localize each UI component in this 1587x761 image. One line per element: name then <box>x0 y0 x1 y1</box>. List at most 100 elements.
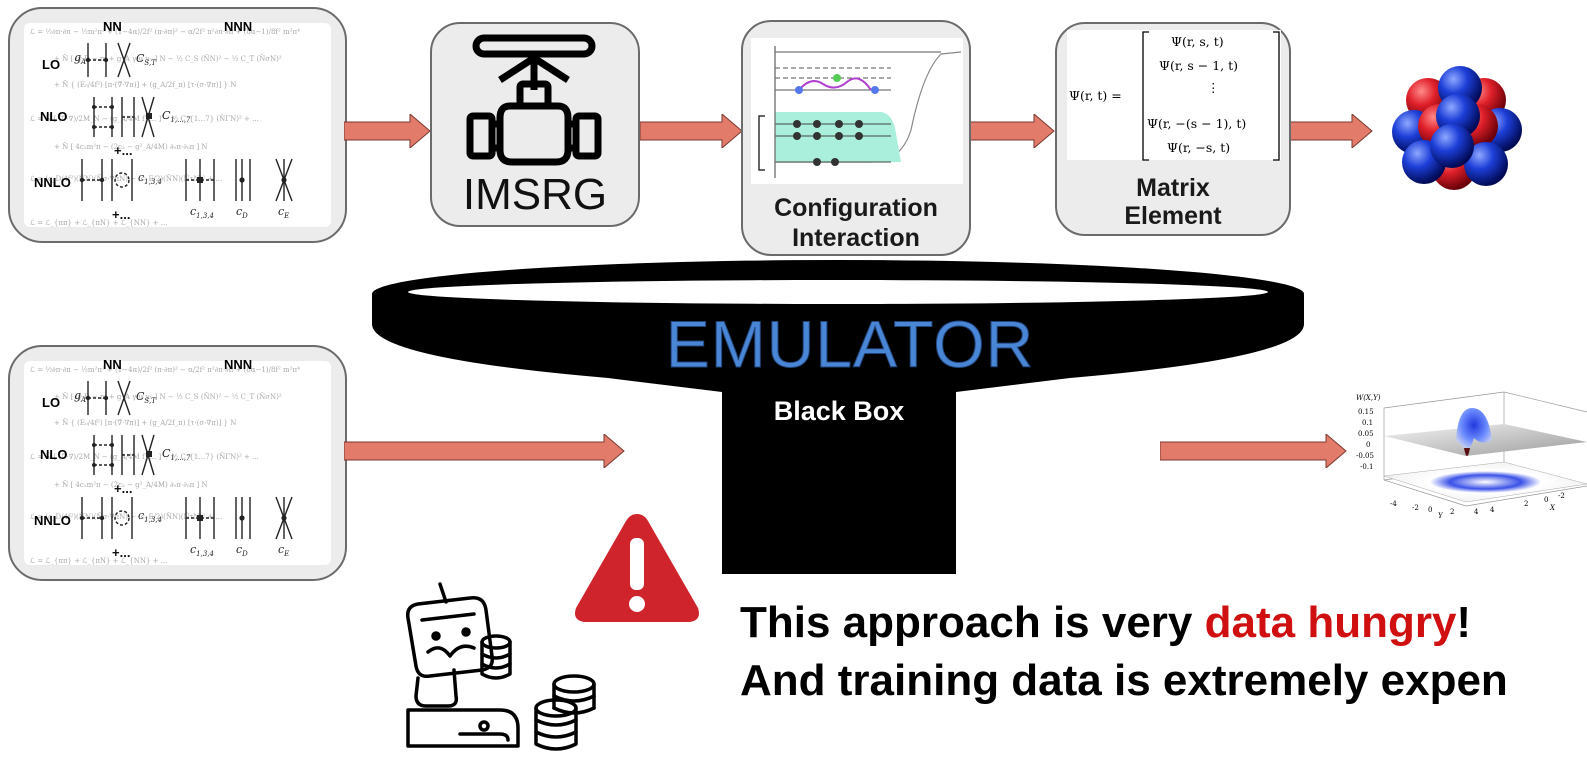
coef-c-e: cE <box>278 543 290 559</box>
equation-line: ℒ = (c_D/4f²)(N̄N)(N̄σ·∇πN) − (c_E/2)(N̄… <box>30 175 223 183</box>
nn-label: NN <box>103 19 122 34</box>
nnn-label: NNN <box>224 357 253 372</box>
plus-dots: +... <box>112 545 131 560</box>
valve-icon <box>466 34 602 166</box>
x-tick: 2 <box>1524 500 1528 508</box>
equation-line: ℒ = N̄ [ (∇̃·∇)/2M_N − (g_A/4M f) ... ] … <box>30 115 259 123</box>
coef-g-a: gA <box>74 51 87 67</box>
matrix-label-line2: Element <box>1124 202 1222 230</box>
y-tick: -4 <box>1390 500 1397 508</box>
equation-line: ℒ = ℒ_{ππ} + ℒ_{πN} + ℒ_{NN} + ... <box>30 219 168 227</box>
matrix-lhs: Ψ(r, t) = <box>1069 88 1122 103</box>
nucleus-icon <box>1392 66 1522 190</box>
coef-c-e: cE <box>278 205 290 221</box>
ci-label-line1: Configuration <box>774 194 938 222</box>
robot-eating-data-icon <box>405 582 596 751</box>
configuration-interaction-box: Configuration Interaction <box>741 20 971 256</box>
coef-c-1-7: C1,...,7 <box>162 447 191 463</box>
matrix-row: Ψ(r, s − 1, t) <box>1159 58 1239 73</box>
coef-c-1-7: C1,...,7 <box>162 109 191 125</box>
chiral-eft-content: ℒ = ½∂π·∂π − ½m²π² + (1−4α)/2f² (π·∂π)² … <box>24 361 331 565</box>
coef-c-d: cD <box>236 543 248 559</box>
coef-c-134-mid: c1,3,4 <box>138 509 162 525</box>
y-tick: 2 <box>1450 508 1454 516</box>
imsrg-box: IMSRG <box>430 22 640 227</box>
nnn-label: NNN <box>224 19 253 34</box>
warning-text-line1: This approach is very data hungry! <box>740 598 1471 648</box>
matrix-row: ⋮ <box>1207 80 1220 95</box>
plus-dots: +... <box>112 207 131 222</box>
plus-dots: +... <box>114 143 133 158</box>
arrow-emulator-to-plot <box>1160 434 1347 468</box>
y-tick: 4 <box>1474 508 1479 516</box>
order-label-lo: LO <box>42 395 61 410</box>
z-tick: 0.05 <box>1358 430 1374 438</box>
z-tick: 0.15 <box>1358 408 1374 416</box>
feynman-diagrams-top <box>79 42 293 202</box>
y-tick: 0 <box>1428 506 1432 514</box>
x-tick: 4 <box>1490 506 1495 514</box>
coef-c-134-mid: c1,3,4 <box>138 171 162 187</box>
warning-icon <box>575 514 699 622</box>
equation-line: ℒ = (c_D/4f²)(N̄N)(N̄σ·∇πN) − (c_E/2)(N̄… <box>30 513 223 521</box>
z-tick: 0.1 <box>1362 419 1373 427</box>
equation-line: + N̄ { (E₀/4f²) [π·(∇̃·∇π)] + (g_A/2f_π)… <box>54 81 237 89</box>
order-label-nlo: NLO <box>40 109 68 124</box>
order-label-nlo: NLO <box>40 447 68 462</box>
x-tick: -2 <box>1558 492 1565 500</box>
x-tick: 0 <box>1544 496 1548 504</box>
matrix-row: Ψ(r, s, t) <box>1171 34 1224 49</box>
arrow-imsrg-to-ci <box>640 114 743 148</box>
black-box-label: Black Box <box>773 396 905 426</box>
coef-c-134: c1,3,4 <box>190 543 214 559</box>
matrix-brackets <box>1142 31 1280 161</box>
plot-z-label: W(X,Y) <box>1356 394 1381 402</box>
warning-highlight: data hungry <box>1204 598 1457 647</box>
matrix-label-line1: Matrix <box>1136 174 1210 202</box>
matrix-row: Ψ(r, −(s − 1), t) <box>1147 116 1247 131</box>
equation-line: ℒ = ½∂π·∂π − ½m²π² + (1−4α)/2f² (π·∂π)² … <box>30 28 300 36</box>
equation-line: ℒ = N̄ [ (∇̃·∇)/2M_N − (g_A/4M f) ... ] … <box>30 453 259 461</box>
equation-line: + N̄ [ 4c₁m²π − (2c₂ − g²_A/4M) ∂₀π·∂₀π … <box>54 481 208 489</box>
imsrg-label: IMSRG <box>462 170 608 219</box>
arrow-chiral-to-imsrg <box>344 114 431 148</box>
coef-c-s-t: CS,T <box>136 390 156 406</box>
chiral-eft-content: ℒ = ½∂π·∂π − ½m²π² + (1−4α)/2f² (π·∂π)² … <box>24 23 331 227</box>
arrow-chiral-to-emulator <box>344 434 625 468</box>
warning-text-suffix: ! <box>1456 598 1472 647</box>
ci-label-line2: Interaction <box>792 224 920 252</box>
shell-model-diagram <box>751 38 963 184</box>
arrow-ci-to-matrix <box>970 114 1055 148</box>
chiral-eft-panel-bottom: ℒ = ½∂π·∂π − ½m²π² + (1−4α)/2f² (π·∂π)² … <box>8 345 347 581</box>
surface-plot-3d: W(X,Y) 0.15 0.1 0.05 0 -0.05 -0.1 -4 -2 … <box>1356 391 1587 518</box>
emulator-funnel <box>372 260 1304 574</box>
matrix-row: Ψ(r, −s, t) <box>1167 140 1231 155</box>
z-tick: -0.05 <box>1356 452 1374 460</box>
equation-line: + N̄ [ 4c₁m²π − (2c₂ − g²_A/4M) ∂₀π·∂₀π … <box>54 143 208 151</box>
y-tick: -2 <box>1412 504 1419 512</box>
chiral-eft-panel-top: ℒ = ½∂π·∂π − ½m²π² + (1−4α)/2f² (π·∂π)² … <box>8 7 347 243</box>
coef-c-s-t: CS,T <box>136 52 156 68</box>
nn-label: NN <box>103 357 122 372</box>
equation-line: ℒ = ℒ_{ππ} + ℒ_{πN} + ℒ_{NN} + ... <box>30 557 168 565</box>
equation-line: + N̄ [ iγ·D − m + g_A γ·u γ₅ ] N − ½ C_S… <box>54 393 282 401</box>
coef-c-134: c1,3,4 <box>190 205 214 221</box>
feynman-diagrams-bottom <box>79 380 293 540</box>
order-label-nnlo: NNLO <box>34 513 71 528</box>
matrix-element-box: Ψ(r, t) = Ψ(r, s, t) Ψ(r, s − 1, t) ⋮ Ψ(… <box>1055 22 1291 236</box>
arrow-matrix-to-nucleus <box>1290 114 1373 148</box>
coef-c-d: cD <box>236 205 248 221</box>
plus-dots: +... <box>114 481 133 496</box>
order-label-lo: LO <box>42 57 61 72</box>
equation-line: + N̄ [ iγ·D − m + g_A γ·u γ₅ ] N − ½ C_S… <box>54 55 282 63</box>
equation-line: ℒ = ½∂π·∂π − ½m²π² + (1−4α)/2f² (π·∂π)² … <box>30 366 300 374</box>
emulator-title: EMULATOR <box>665 307 1035 382</box>
plot-y-label: Y <box>1438 512 1444 518</box>
coef-g-a: gA <box>74 389 87 405</box>
equation-line: + N̄ { (E₀/4f²) [π·(∇̃·∇π)] + (g_A/2f_π)… <box>54 419 237 427</box>
warning-text-line2: And training data is extremely expen <box>740 656 1508 705</box>
wavefunction-matrix: Ψ(r, t) = Ψ(r, s, t) Ψ(r, s − 1, t) ⋮ Ψ(… <box>1067 30 1281 161</box>
z-tick: -0.1 <box>1360 463 1374 471</box>
warning-text-prefix: This approach is very <box>740 598 1205 647</box>
z-tick: 0 <box>1366 441 1370 449</box>
